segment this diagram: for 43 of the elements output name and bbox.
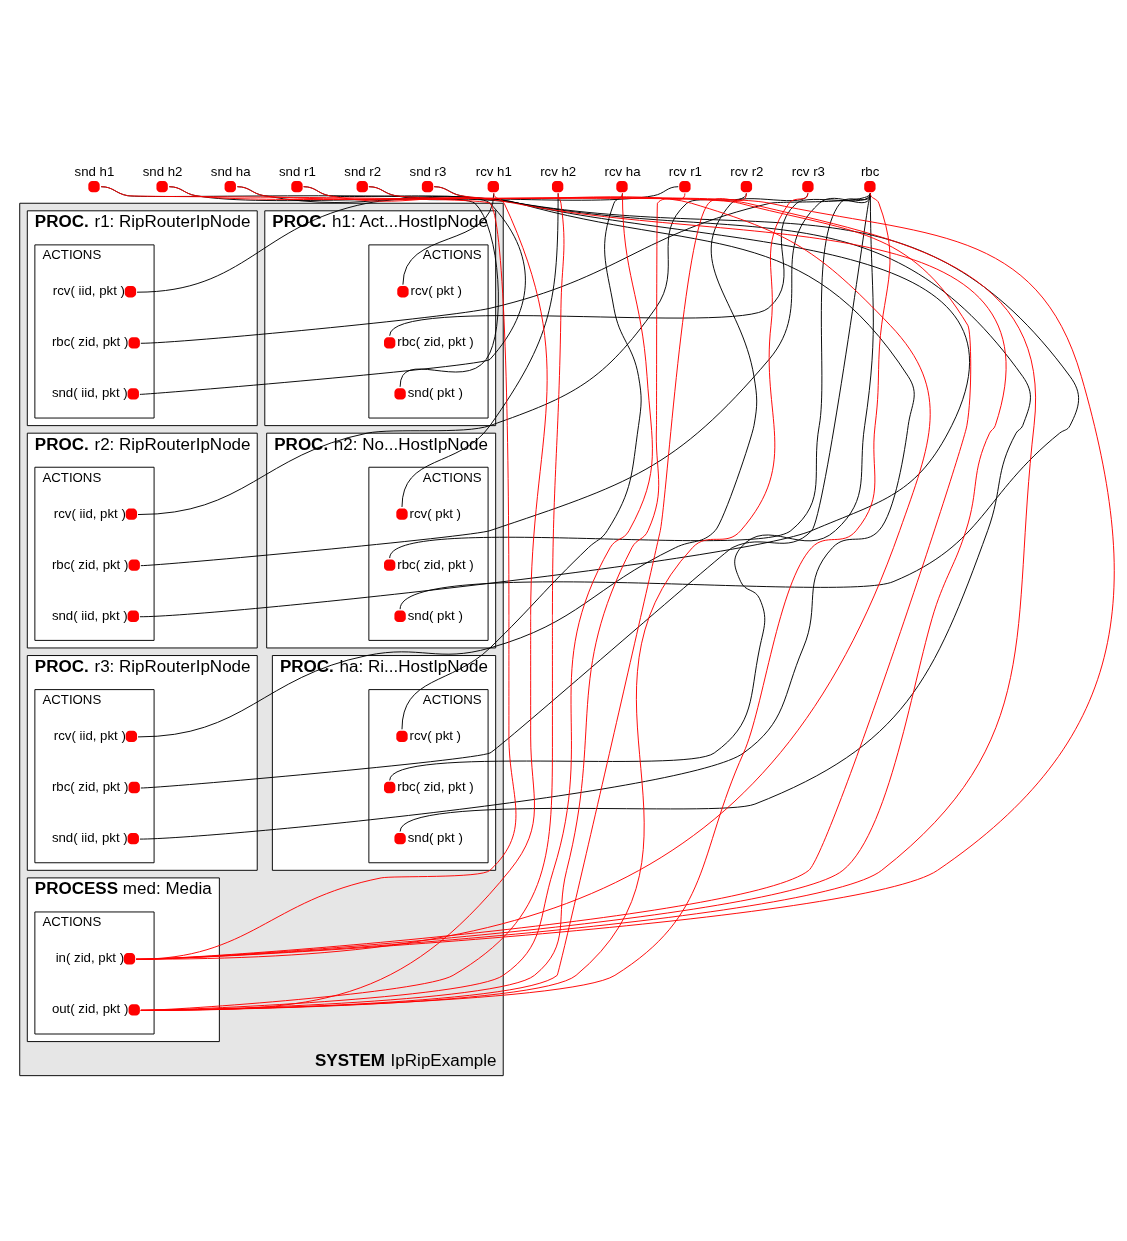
node-label: rbc( zid, pkt )	[51, 778, 129, 794]
node-label: snd r2	[344, 163, 382, 179]
node-label: rbc( zid, pkt )	[51, 556, 129, 572]
node-label: snd h1	[74, 163, 115, 179]
node-label: snd r3	[409, 163, 447, 179]
node-label: snd( pkt )	[407, 829, 463, 845]
node-label: out( zid, pkt )	[51, 1000, 129, 1016]
node-label: rbc( zid, pkt )	[397, 333, 474, 349]
node-label: snd( iid, pkt )	[51, 829, 128, 845]
node-label: rcv h2	[540, 163, 577, 179]
node-label: rcv( iid, pkt )	[52, 282, 125, 298]
node-label: rcv h1	[475, 163, 512, 179]
node-label: snd( iid, pkt )	[51, 384, 128, 400]
node-label: snd ha	[210, 163, 251, 179]
node-label: rbc( zid, pkt )	[51, 333, 129, 349]
connector	[100, 185, 517, 960]
connector	[389, 192, 871, 336]
connector	[401, 192, 642, 730]
connector	[137, 192, 747, 515]
connector	[389, 192, 874, 781]
node-label: snd r1	[278, 163, 316, 179]
node-label: rcv( iid, pkt )	[53, 727, 126, 743]
node-label: rbc( zid, pkt )	[397, 778, 474, 794]
node-label: rcv( iid, pkt )	[53, 505, 126, 521]
node-label: rcv ha	[604, 163, 641, 179]
connector	[389, 192, 871, 559]
node-label: rcv r2	[730, 163, 764, 179]
node-label: snd( pkt )	[407, 607, 463, 623]
node-label: snd( iid, pkt )	[51, 607, 128, 623]
node-label: snd h2	[142, 163, 183, 179]
node-label: rcv r1	[668, 163, 702, 179]
node-label: rbc( zid, pkt )	[397, 556, 474, 572]
node-label: in( zid, pkt )	[55, 949, 125, 965]
connector	[140, 192, 871, 566]
connector	[401, 192, 559, 507]
node-label: rcv( pkt )	[409, 505, 462, 521]
connector	[140, 192, 871, 344]
node-label: rbc	[860, 163, 880, 179]
node-label: rcv( pkt )	[409, 727, 462, 743]
node-label: rcv r3	[791, 163, 825, 179]
connector	[136, 185, 679, 293]
node-label: rcv( pkt )	[410, 282, 462, 298]
node-label: snd( pkt )	[407, 384, 463, 400]
